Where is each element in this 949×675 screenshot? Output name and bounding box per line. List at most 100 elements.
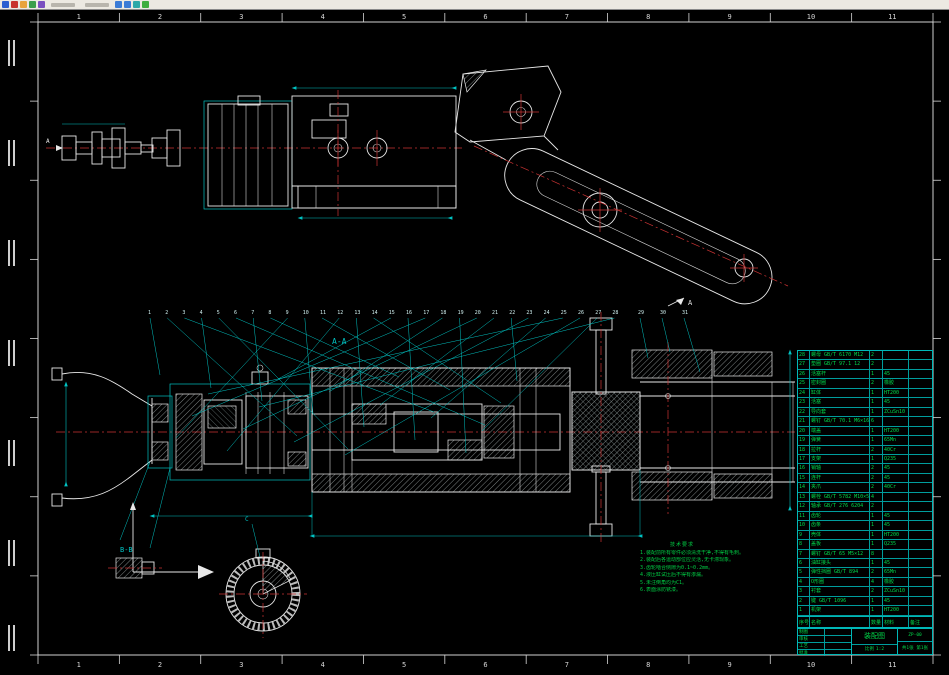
process-label: 工艺 — [798, 643, 825, 649]
title-block-center: 装配图 比例 1:2 — [852, 629, 898, 654]
bom-cell-seq: 20 — [798, 426, 810, 436]
balloon-number: 13 — [354, 310, 360, 316]
bom-cell-qty: 4 — [870, 492, 883, 502]
balloon-number: 16 — [406, 310, 412, 316]
zone-number-bottom: 8 — [646, 661, 650, 669]
bom-cell-seq: 13 — [798, 492, 810, 502]
bom-cell-qty: 2 — [870, 360, 883, 369]
bom-cell-note — [909, 370, 932, 378]
zone-number-bottom: 5 — [402, 661, 406, 669]
drawing-number: ZP-00 — [898, 629, 932, 642]
bom-cell-note — [909, 606, 932, 614]
zone-number-bottom: 1 — [77, 661, 81, 669]
zone-number-top: 7 — [565, 13, 569, 21]
find-icon[interactable] — [133, 1, 140, 8]
balloon-number: 2 — [165, 310, 168, 316]
bom-cell-qty: 1 — [870, 436, 883, 445]
open-icon[interactable] — [20, 1, 27, 8]
checked-value — [825, 636, 851, 642]
bom-cell-note — [909, 578, 932, 586]
bom-cell-qty: 2 — [870, 379, 883, 388]
section-label-aa: A-A — [332, 337, 347, 346]
bom-cell-seq: 25 — [798, 379, 810, 388]
bom-cell-seq: 16 — [798, 464, 810, 473]
bom-cell-seq: 3 — [798, 587, 810, 596]
bom-cell-note — [909, 446, 932, 454]
bom-cell-material: HT200 — [883, 388, 909, 398]
approved-value — [825, 650, 851, 656]
balloon-number: 10 — [303, 310, 309, 316]
balloon-number: 9 — [286, 310, 289, 316]
main-section-view — [51, 312, 795, 549]
zone-number-bottom: 7 — [565, 661, 569, 669]
bom-cell-seq: 23 — [798, 398, 810, 407]
bom-cell-seq: 17 — [798, 454, 810, 464]
bom-cell-name: 支架 — [810, 454, 870, 464]
zoom-icon[interactable] — [124, 1, 131, 8]
sheet-info: 共1张 第1张 — [901, 646, 929, 651]
bom-cell-seq: 18 — [798, 445, 810, 454]
bom-cell-material: HT200 — [883, 426, 909, 436]
save-icon[interactable] — [29, 1, 36, 8]
notes-line: 1.装配前所有零件必须清洗干净,不得有毛刺。 — [640, 549, 745, 556]
balloon-number: 30 — [660, 310, 666, 316]
menu-item[interactable] — [85, 2, 109, 7]
bom-cell-material: 45 — [883, 521, 909, 530]
scale-value: 1:2 — [875, 646, 885, 652]
bom-cell-qty: 2 — [870, 568, 883, 577]
bom-cell-name: 轴承 GB/T 276 6204 — [810, 502, 870, 511]
bom-cell-material: 45 — [883, 369, 909, 379]
bom-cell-note — [909, 483, 932, 491]
bom-cell-name: 销轴 — [810, 464, 870, 473]
bom-cell-qty: 1 — [870, 596, 883, 606]
bom-cell-seq: 6 — [798, 558, 810, 568]
bom-cell-qty: 2 — [870, 587, 883, 596]
bom-cell-name: 垫圈 GB/T 97.1 12 — [810, 360, 870, 369]
app-icon[interactable] — [2, 1, 9, 8]
bom-cell-material: 45 — [883, 473, 909, 483]
bom-cell-name: 拉杆 — [810, 445, 870, 454]
menu-item[interactable] — [51, 2, 75, 7]
balloon-number: 18 — [440, 310, 446, 316]
bom-cell-material: 45 — [883, 596, 909, 606]
bom-cell-name: 螺母 GB/T 6170 M12 — [810, 351, 870, 360]
bom-cell-note — [909, 568, 932, 576]
pan-icon[interactable] — [115, 1, 122, 8]
bom-cell-note — [909, 464, 932, 472]
title-block-right: ZP-00 共1张 第1张 — [898, 629, 932, 654]
bom-cell-material: 65Mn — [883, 568, 909, 577]
bom-cell-seq: 14 — [798, 483, 810, 492]
bom-cell-name: 键 GB/T 1096 — [810, 596, 870, 606]
bom-cell-note — [909, 427, 932, 435]
plot-icon[interactable] — [38, 1, 45, 8]
bom-cell-note — [909, 597, 932, 605]
bom-cell-note — [909, 587, 932, 595]
new-icon[interactable] — [11, 1, 18, 8]
bom-cell-material: Q235 — [883, 540, 909, 549]
bom-cell-name: 螺钉 GB/T 70.1 M6×16 — [811, 417, 870, 426]
balloon-number: 31 — [682, 310, 688, 316]
balloon-number: 28 — [612, 310, 618, 316]
bom-header-cell: 名称 — [810, 616, 870, 629]
bom-cell-name: 衬套 — [810, 587, 870, 596]
bom-cell-seq: 11 — [798, 511, 810, 521]
run-icon[interactable] — [142, 1, 149, 8]
bom-cell-seq: 26 — [798, 369, 810, 379]
approved-label: 批准 — [798, 650, 825, 656]
bom-cell-qty: 1 — [870, 454, 883, 464]
balloon-number: 7 — [251, 310, 254, 316]
balloon-number: 11 — [320, 310, 326, 316]
bom-cell-seq: 10 — [798, 521, 810, 530]
bom-cell-material: 45 — [883, 558, 909, 568]
bom-cell-qty: 1 — [870, 511, 883, 521]
